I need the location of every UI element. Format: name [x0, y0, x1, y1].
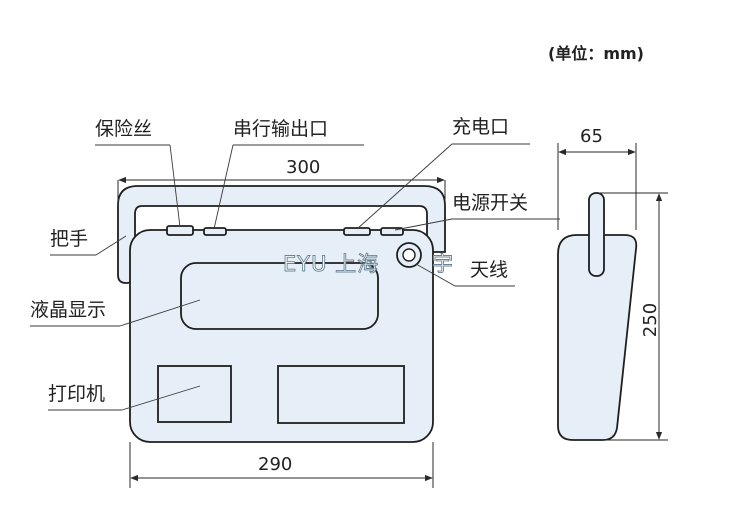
lcd-display [180, 262, 379, 330]
label-power-switch: 电源开关 [452, 192, 528, 214]
watermark: EYU 上海 [283, 252, 379, 276]
unit-label: (单位：mm) [548, 44, 644, 63]
label-charge-port: 充电口 [452, 116, 509, 138]
fuse-holder [166, 225, 194, 236]
dim-height: 250 [640, 303, 661, 337]
label-fuse: 保险丝 [95, 118, 152, 140]
charge-port [343, 227, 371, 236]
dim-top-width: 300 [286, 157, 320, 178]
dim-bottom-width: 290 [258, 454, 292, 475]
dim-depth: 65 [580, 126, 603, 147]
printer-slot [157, 365, 232, 423]
printer-window [277, 365, 405, 424]
label-antenna: 天线 [470, 259, 508, 281]
serial-port [203, 227, 227, 236]
label-printer: 打印机 [48, 383, 105, 405]
antenna-knob-inner [402, 248, 416, 262]
label-handle: 把手 [50, 228, 88, 250]
label-lcd: 液晶显示 [30, 299, 106, 321]
handle [117, 185, 446, 284]
side-view-handle [588, 192, 605, 277]
watermark-tail: 宇 [432, 252, 454, 276]
label-serial-port: 串行输出口 [233, 118, 328, 140]
